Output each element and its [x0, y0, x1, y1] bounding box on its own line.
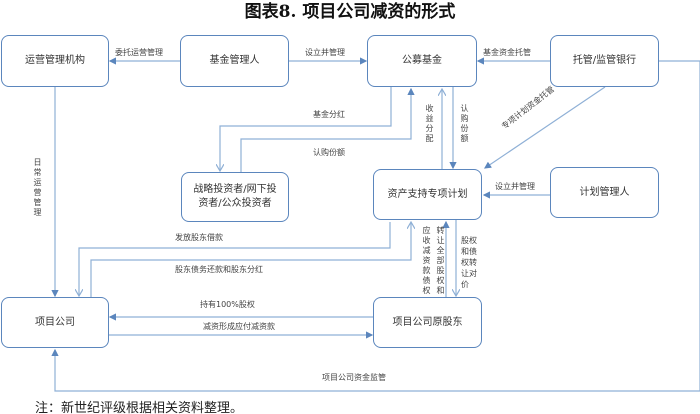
- label-transfer-a: 转让全部股权和: [436, 226, 445, 296]
- node-plan-manager: 计划管理人: [550, 167, 659, 218]
- edge-repay: [90, 222, 411, 297]
- node-public-fund: 公募基金: [367, 35, 477, 87]
- node-ops: 运营管理机构: [1, 35, 109, 87]
- label-transfer-b: 应收减资款债权: [422, 226, 431, 296]
- node-custodian: 托管/监管银行: [550, 35, 659, 87]
- label-plan-establish: 设立并管理: [495, 182, 535, 191]
- node-abs-plan: 资产支持专项计划: [373, 169, 482, 220]
- label-subscribe: 认购份额: [313, 148, 345, 157]
- label-fund-custody: 基金资金托管: [483, 48, 531, 57]
- label-establish: 设立并管理: [305, 48, 345, 57]
- footnote: 注：新世纪评级根据相关资料整理。: [35, 401, 244, 414]
- label-hold: 持有100%股权: [200, 300, 255, 309]
- label-consideration: 股权和债权转让对价: [461, 236, 477, 289]
- label-daily-ops: 日常运营管理: [33, 158, 42, 218]
- label-supervision: 项目公司资金监管: [322, 373, 386, 382]
- label-repay: 股东债务还款和股东分红: [175, 265, 263, 274]
- node-fund-manager: 基金管理人: [180, 35, 289, 87]
- node-investors: 战略投资者/网下投资者/公众投资者: [181, 172, 289, 222]
- edge-fund-dividend: [220, 87, 392, 171]
- label-reduction: 减资形成应付减资款: [203, 322, 275, 331]
- node-project-co: 项目公司: [1, 297, 109, 348]
- edge-plan-custody: [484, 86, 606, 169]
- edge-supervision: [51, 61, 700, 392]
- label-fund-dividend: 基金分红: [313, 110, 345, 119]
- node-orig-shareholder: 项目公司原股东: [373, 297, 482, 348]
- label-entrust: 委托运营管理: [115, 48, 163, 57]
- edge-subscribe: [240, 87, 415, 172]
- label-income: 收益分配: [425, 104, 434, 144]
- diagram-title: 图表8. 项目公司减资的形式: [244, 2, 456, 22]
- label-loan: 发放股东借款: [175, 233, 223, 242]
- edge-loan: [79, 222, 391, 296]
- label-subscribe-2: 认购份额: [460, 104, 469, 144]
